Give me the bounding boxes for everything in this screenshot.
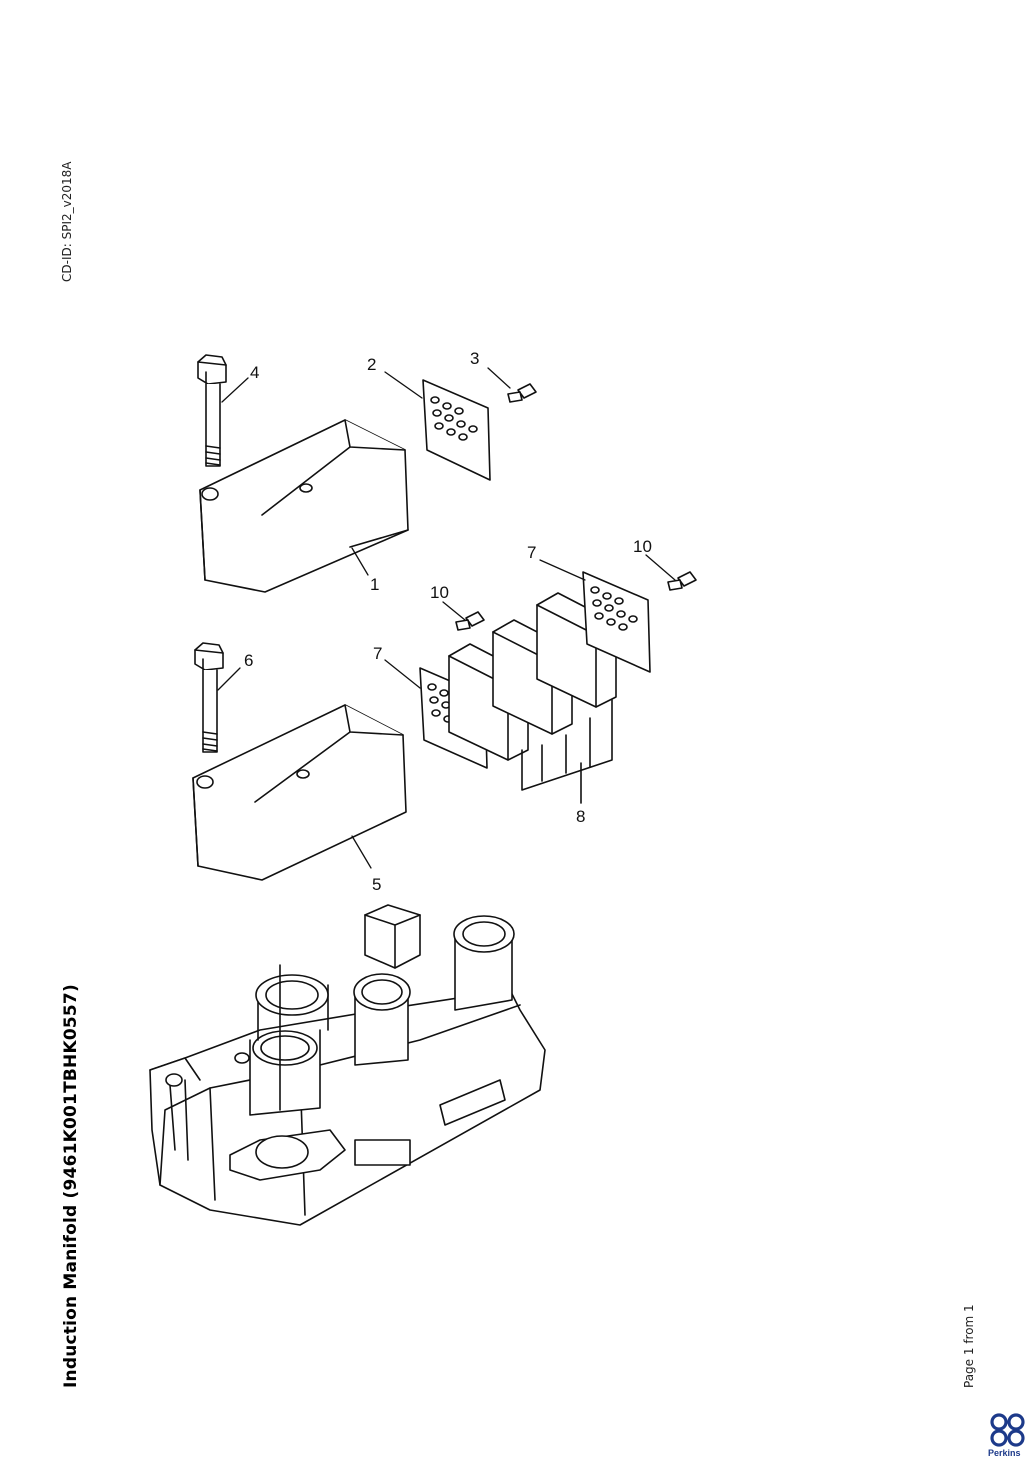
perkins-logo-icon <box>990 1413 1025 1447</box>
callout-1: 1 <box>370 575 379 594</box>
perkins-logo-text: Perkins <box>988 1448 1021 1458</box>
screw-part-10-right <box>667 571 697 591</box>
callout-2: 2 <box>367 355 376 374</box>
part-8-bracket <box>521 699 613 804</box>
callout-7-left: 7 <box>373 644 382 663</box>
bolt-part-6 <box>194 642 224 753</box>
screw-part-3 <box>507 383 537 403</box>
bolt-part-4 <box>197 354 227 467</box>
gasket-plate-part-7-right <box>582 571 651 673</box>
callout-6: 6 <box>244 651 253 670</box>
induction-manifold-base <box>149 904 546 1226</box>
callout-10-left: 10 <box>430 583 449 602</box>
gasket-plate-part-2 <box>422 379 491 481</box>
callout-4: 4 <box>250 363 259 382</box>
cover-part-5 <box>192 704 407 881</box>
callout-10-right: 10 <box>633 537 652 556</box>
leader-lines <box>217 367 676 869</box>
callout-5: 5 <box>372 875 381 894</box>
cover-part-1 <box>199 419 409 593</box>
callout-8: 8 <box>576 807 585 826</box>
callout-7-right: 7 <box>527 543 536 562</box>
screw-part-10-left <box>455 611 485 631</box>
callout-3: 3 <box>470 349 479 368</box>
